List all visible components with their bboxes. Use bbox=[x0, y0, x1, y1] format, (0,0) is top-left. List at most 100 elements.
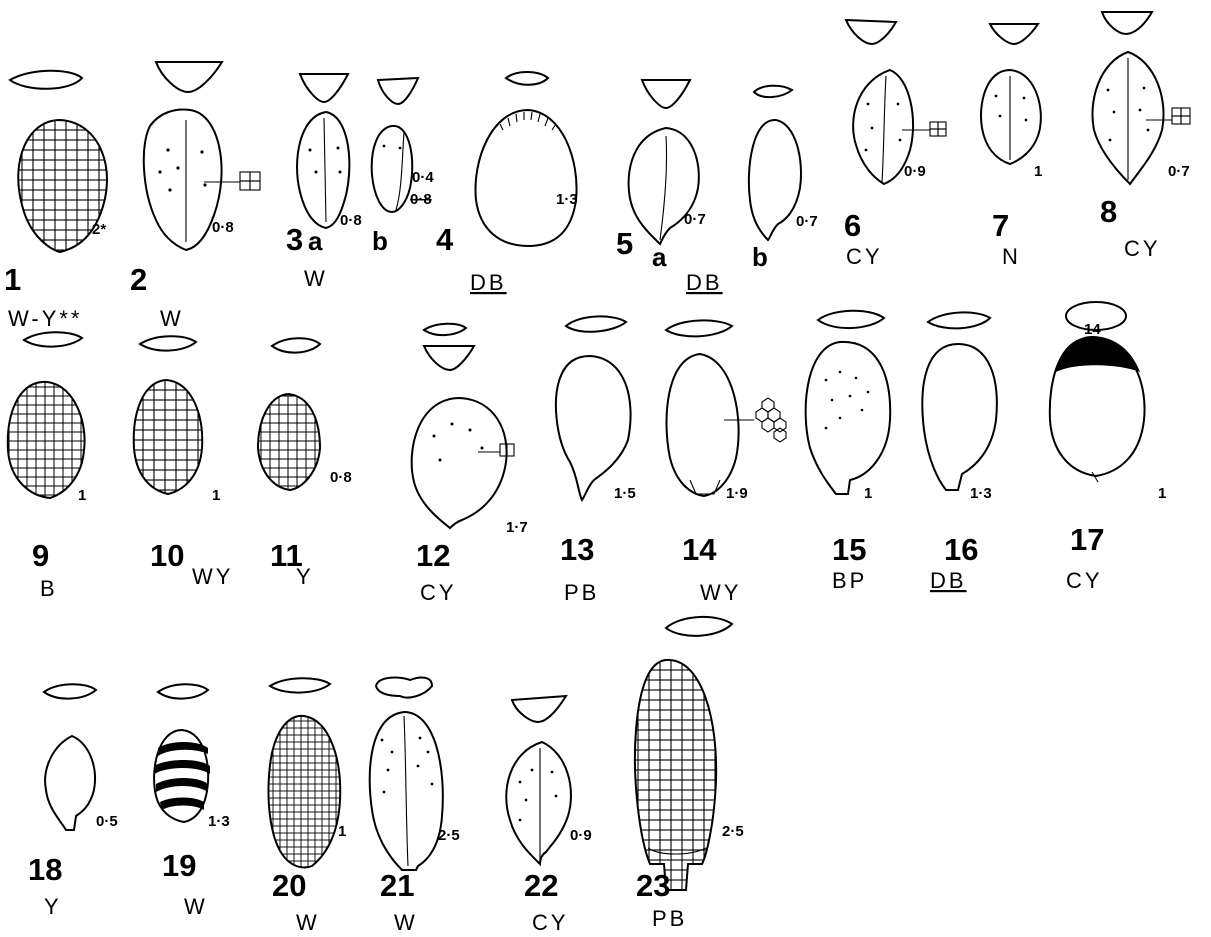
figure-16-color-code: DB bbox=[930, 568, 967, 593]
figure-12-cross-section-1 bbox=[424, 324, 466, 335]
figure-3: 0·8 0·4 3 a b W bbox=[286, 74, 434, 291]
figure-21: 2·5 21 W bbox=[370, 678, 460, 935]
figure-15-color-code: BP bbox=[832, 568, 867, 593]
figure-7-cross-section bbox=[990, 24, 1038, 44]
figure-11-cross-section bbox=[272, 338, 320, 352]
figure-3-number: 3 bbox=[286, 222, 303, 257]
figure-1-cross-section bbox=[10, 71, 82, 89]
figure-18-seed-outline bbox=[45, 736, 95, 830]
figure-6: 0·9 6 CY bbox=[844, 20, 946, 269]
figure-9: 1 9 B bbox=[0, 332, 92, 601]
figure-21-color-code: W bbox=[394, 910, 418, 935]
figure-19-number: 19 bbox=[162, 848, 196, 883]
figure-4-color-code: DB bbox=[470, 270, 507, 295]
figure-22-number: 22 bbox=[524, 868, 558, 903]
figure-9-number: 9 bbox=[32, 538, 49, 573]
figure-6-color-code: CY bbox=[846, 244, 883, 269]
figure-3a-seed-outline bbox=[297, 112, 349, 228]
figure-8-scale: 0·7 bbox=[1168, 163, 1190, 180]
figure-18-cross-section bbox=[44, 684, 96, 698]
figure-16-number: 16 bbox=[944, 532, 978, 567]
figure-20-color-code: W bbox=[296, 910, 320, 935]
figure-2-number: 2 bbox=[130, 262, 147, 297]
figure-7-color-code: N bbox=[1002, 244, 1021, 269]
figure-15-number: 15 bbox=[832, 532, 866, 567]
figure-22-scale: 0·9 bbox=[570, 827, 592, 844]
figure-12-number: 12 bbox=[416, 538, 450, 573]
figure-3a-label: a bbox=[308, 226, 323, 256]
figure-23-cross-section bbox=[666, 617, 732, 636]
figure-1-scale: 2* bbox=[92, 221, 106, 238]
figure-18: 0·5 18 Y bbox=[28, 684, 118, 919]
figure-3-color-code: W bbox=[304, 266, 328, 291]
figure-18-number: 18 bbox=[28, 852, 62, 887]
figure-22-seed-outline bbox=[506, 742, 571, 864]
figure-14-color-code: WY bbox=[700, 580, 741, 605]
figure-20-number: 20 bbox=[272, 868, 306, 903]
figure-11-color-code: Y bbox=[296, 564, 314, 589]
figure-23-scale: 2·5 bbox=[722, 823, 744, 840]
figure-16-cross-section bbox=[928, 312, 990, 328]
figure-21-scale: 2·5 bbox=[438, 827, 460, 844]
figure-13-cross-section bbox=[566, 316, 626, 331]
figure-10-color-code: WY bbox=[192, 564, 233, 589]
figure-11: 0·8 11 Y bbox=[254, 338, 352, 589]
figure-3b-label: b bbox=[372, 226, 388, 256]
figure-4-seed-outline bbox=[475, 110, 576, 246]
figure-12: 1·7 12 CY bbox=[412, 324, 528, 605]
figure-22-cross-section bbox=[512, 696, 566, 722]
figure-5a-scale: 0·7 bbox=[684, 211, 706, 228]
figure-3b-scale: 0·4 bbox=[412, 169, 434, 186]
figure-17: 14 1 17 CY bbox=[1050, 302, 1167, 593]
figure-4-number: 4 bbox=[436, 222, 454, 257]
figure-4-cross-section bbox=[506, 72, 548, 85]
figure-7-seed-outline bbox=[981, 70, 1041, 164]
figure-1-color-code: W-Y** bbox=[8, 306, 83, 331]
figure-17-color-code: CY bbox=[1066, 568, 1103, 593]
figure-15: 1 15 BP bbox=[806, 311, 891, 593]
figure-4-strikeout: 0·8 bbox=[410, 191, 432, 208]
figure-17-tag: 14 bbox=[1084, 321, 1101, 338]
figure-5-number: 5 bbox=[616, 226, 633, 261]
figure-2-color-code: W bbox=[160, 306, 184, 331]
figure-10: 1 10 WY bbox=[130, 336, 233, 589]
figure-13-color-code: PB bbox=[564, 580, 599, 605]
figure-14-cross-section bbox=[666, 320, 732, 336]
figure-15-scale: 1 bbox=[864, 485, 872, 502]
figure-19-scale: 1·3 bbox=[208, 813, 230, 830]
figure-14-seed-outline bbox=[666, 354, 738, 496]
figure-21-cross-section bbox=[376, 678, 432, 698]
figure-9-scale: 1 bbox=[78, 487, 86, 504]
figure-13-scale: 1·5 bbox=[614, 485, 636, 502]
figure-1: 2* 1 W-Y** bbox=[4, 71, 107, 331]
figure-16-seed-outline bbox=[922, 344, 996, 490]
figure-17-hair-tuft bbox=[1056, 336, 1140, 372]
figure-20: 1 20 W bbox=[264, 678, 346, 935]
figure-11-scale: 0·8 bbox=[330, 469, 352, 486]
figure-3b-seed-outline bbox=[372, 126, 413, 212]
figure-19-cross-section bbox=[158, 684, 208, 698]
figure-10-cross-section bbox=[140, 336, 196, 350]
figure-2-seed-outline bbox=[144, 110, 222, 250]
figure-22-color-code: CY bbox=[532, 910, 569, 935]
figure-5-color-code: DB bbox=[686, 270, 723, 295]
figure-2-cross-section bbox=[156, 62, 222, 92]
figure-15-seed-outline bbox=[806, 342, 891, 494]
figure-13: 1·5 13 PB bbox=[556, 316, 636, 605]
figure-12-scale: 1·7 bbox=[506, 519, 528, 536]
figure-3a-cross-section bbox=[300, 74, 348, 102]
figure-17-scale: 1 bbox=[1158, 485, 1166, 502]
figure-14: 1·9 14 WY bbox=[666, 320, 786, 605]
figure-5b-seed-outline bbox=[749, 120, 801, 240]
figure-16-scale: 1·3 bbox=[970, 485, 992, 502]
figure-5b-cross-section bbox=[754, 86, 792, 97]
figure-23-number: 23 bbox=[636, 868, 670, 903]
figure-23-reticulate-texture bbox=[630, 656, 722, 894]
figure-5b-label: b bbox=[752, 242, 768, 272]
figure-4: 0·8 1·3 4 DB bbox=[410, 72, 578, 295]
figure-9-color-code: B bbox=[40, 576, 58, 601]
figure-5b-scale: 0·7 bbox=[796, 213, 818, 230]
figure-12-color-code: CY bbox=[420, 580, 457, 605]
figure-16: 1·3 16 DB bbox=[922, 312, 996, 593]
